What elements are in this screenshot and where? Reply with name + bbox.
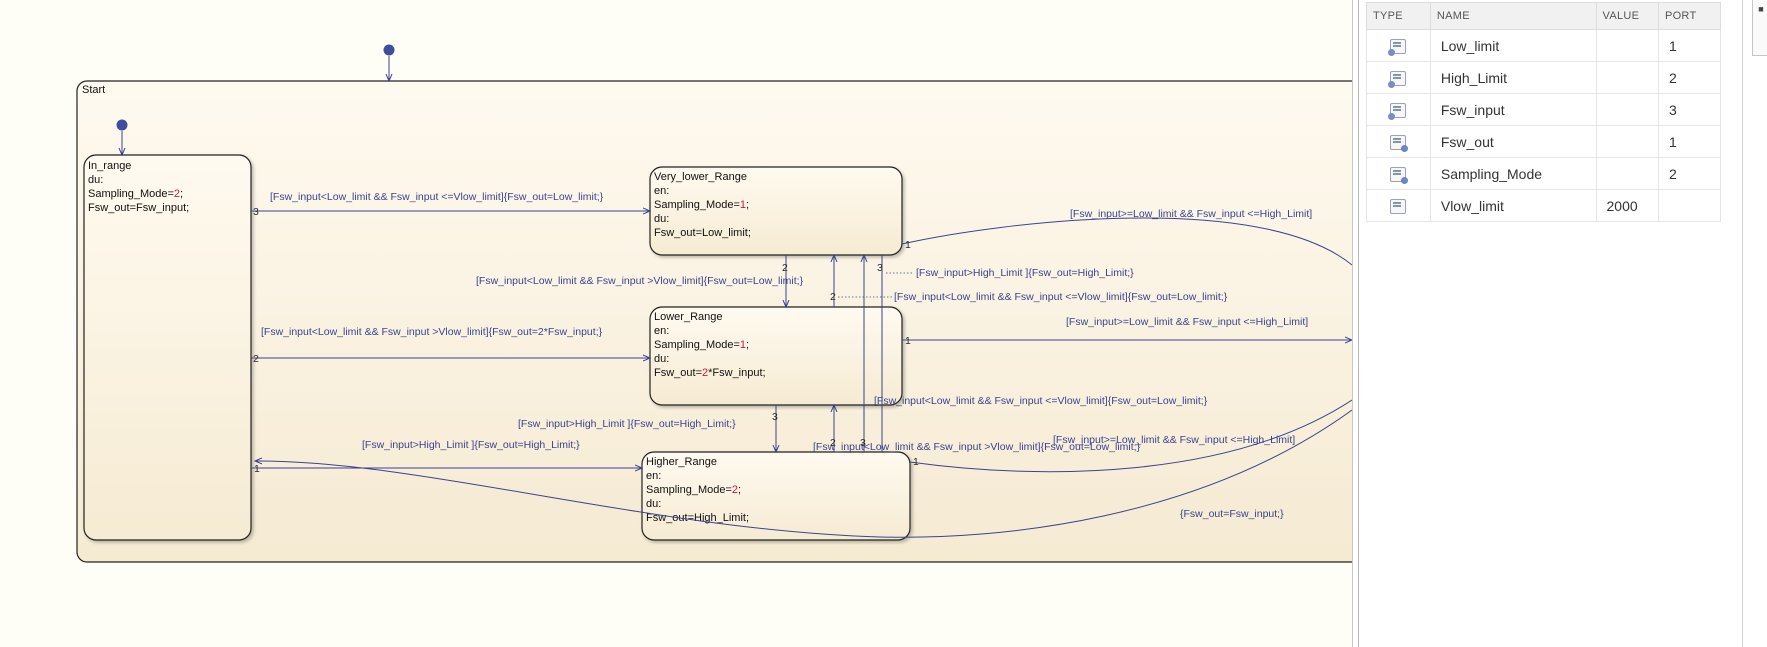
priority-lr-3: 3 [772, 411, 778, 423]
symbol-name[interactable]: Vlow_limit [1430, 189, 1597, 222]
symbol-port[interactable]: 2 [1658, 157, 1722, 190]
transition-label-t1[interactable]: [Fsw_input<Low_limit && Fsw_input <=Vlow… [270, 191, 604, 203]
svg-text:Higher_Range en: Sampl: Higher_Range en: Sampling_Mode=2; du: Fs… [646, 456, 749, 524]
symbol-port[interactable] [1658, 189, 1722, 222]
state-very-lower-name: Very_lower_Range [654, 171, 747, 183]
transition-in-range-self-loop[interactable] [255, 409, 1352, 538]
panel-splitter[interactable] [1358, 0, 1359, 647]
transition-very-lower-to-in-range[interactable] [901, 217, 1352, 266]
col-name-header[interactable]: NAME [1429, 2, 1597, 30]
state-in-range-line-2: Sampling_Mode=2; [88, 188, 183, 200]
transition-label-t3[interactable]: [Fsw_input<Low_limit && Fsw_input >Vlow_… [261, 326, 603, 338]
symbol-name[interactable]: Fsw_out [1430, 125, 1597, 158]
state-higher-line-1: en: [646, 470, 661, 482]
state-start-label: Start [82, 84, 105, 96]
state-higher-line-3: du: [646, 498, 661, 510]
state-in-range[interactable] [83, 154, 252, 541]
state-very-lower-line-1: en: [654, 185, 669, 197]
symbol-name[interactable]: Fsw_input [1430, 93, 1597, 126]
state-in-range-name: In_range [88, 160, 131, 172]
symbol-value[interactable] [1596, 61, 1659, 94]
state-lower-line-1: en: [654, 325, 669, 337]
state-very-lower-line-2: Sampling_Mode=1; [654, 199, 749, 211]
state-higher-line-4: Fsw_out=High_Limit; [646, 512, 749, 524]
table-row[interactable]: Fsw_out 1 [1366, 125, 1722, 158]
symbol-value[interactable] [1596, 93, 1659, 126]
priority-in-3: 3 [253, 206, 259, 218]
state-very-lower-line-3: du: [654, 213, 669, 225]
state-in-range-line-1: du: [88, 174, 103, 186]
collapsed-panel-tab[interactable]: ■ [1752, 0, 1767, 56]
state-lower-name: Lower_Range [654, 311, 723, 323]
transition-label-t4[interactable]: [Fsw_input>High_Limit ]{Fsw_out=High_Lim… [518, 418, 736, 430]
default-junction-top[interactable] [383, 44, 395, 56]
priority-hr-1: 1 [913, 456, 919, 468]
svg-text:Very_lower_Range en: S: Very_lower_Range en: Sampling_Mode=1; du… [654, 171, 752, 239]
svg-text:In_range du: Sampling_: In_range du: Sampling_Mode=2; Fsw_out=Fs… [88, 160, 189, 214]
priority-in-2: 2 [253, 353, 259, 365]
priority-hr-3: 3 [860, 437, 866, 449]
priority-vl-2: 2 [782, 262, 788, 274]
symbols-table-header: TYPE NAME VALUE PORT [1366, 2, 1722, 30]
transition-label-t5[interactable]: [Fsw_input>High_Limit ]{Fsw_out=High_Lim… [362, 439, 580, 451]
col-type-header[interactable]: TYPE [1366, 2, 1431, 30]
priority-hr-2: 2 [830, 437, 836, 449]
priority-vl-1: 1 [905, 239, 911, 251]
output-data-icon [1390, 166, 1409, 184]
state-lower-line-2: Sampling_Mode=1; [654, 339, 749, 351]
input-data-icon [1388, 102, 1407, 120]
transition-label-t12[interactable]: [Fsw_input<Low_limit && Fsw_input >Vlow_… [813, 441, 1141, 453]
table-row[interactable]: High_Limit 2 [1366, 61, 1722, 94]
transition-label-t2[interactable]: [Fsw_input<Low_limit && Fsw_input >Vlow_… [476, 275, 804, 287]
state-in-range-line-3: Fsw_out=Fsw_input; [88, 202, 189, 214]
symbols-table: TYPE NAME VALUE PORT Low_limit 1 High_Li… [1366, 2, 1722, 222]
state-higher-line-2: Sampling_Mode=2; [646, 484, 741, 496]
symbol-name[interactable]: High_Limit [1430, 61, 1597, 94]
symbol-name[interactable]: Sampling_Mode [1430, 157, 1597, 190]
priority-lr-2: 2 [830, 291, 836, 303]
transition-label-t7[interactable]: [Fsw_input>High_Limit ]{Fsw_out=High_Lim… [916, 267, 1134, 279]
symbol-port[interactable]: 3 [1658, 93, 1722, 126]
output-data-icon [1390, 134, 1409, 152]
transition-label-t13[interactable]: {Fsw_out=Fsw_input;} [1180, 508, 1284, 520]
symbol-value[interactable]: 2000 [1596, 189, 1659, 222]
symbol-name[interactable]: Low_limit [1430, 29, 1597, 62]
table-row[interactable]: Fsw_input 3 [1366, 93, 1722, 126]
symbol-value[interactable] [1596, 125, 1659, 158]
state-higher-name: Higher_Range [646, 456, 717, 468]
transition-label-t8[interactable]: [Fsw_input<Low_limit && Fsw_input <=Vlow… [894, 291, 1228, 303]
symbol-value[interactable] [1596, 29, 1659, 62]
state-lower-line-4: Fsw_out=2*Fsw_input; [654, 367, 766, 379]
priority-vl-3: 3 [877, 262, 883, 274]
transition-label-t9[interactable]: [Fsw_input>=Low_limit && Fsw_input <=Hig… [1066, 316, 1308, 328]
table-row[interactable]: Sampling_Mode 2 [1366, 157, 1722, 190]
symbol-port[interactable]: 2 [1658, 61, 1722, 94]
table-row[interactable]: Vlow_limit 2000 [1366, 189, 1722, 222]
chart-canvas[interactable]: Start In_range du: Sampling_Mode=2; Fsw_… [0, 0, 1352, 647]
local-data-icon [1390, 198, 1407, 214]
symbol-port[interactable]: 1 [1658, 29, 1722, 62]
panel-side-strip [1742, 0, 1767, 647]
symbol-port[interactable]: 1 [1658, 125, 1722, 158]
input-data-icon [1388, 70, 1407, 88]
transition-label-t6[interactable]: [Fsw_input>=Low_limit && Fsw_input <=Hig… [1070, 208, 1312, 220]
transition-label-t10[interactable]: [Fsw_input<Low_limit && Fsw_input <=Vlow… [874, 395, 1208, 407]
priority-lr-1: 1 [905, 335, 911, 347]
svg-text:Lower_Range en: Sampli: Lower_Range en: Sampling_Mode=1; du: Fsw… [654, 311, 766, 379]
table-row[interactable]: Low_limit 1 [1366, 29, 1722, 62]
input-data-icon [1388, 38, 1407, 56]
col-port-header[interactable]: PORT [1657, 2, 1722, 30]
col-value-header[interactable]: VALUE [1595, 2, 1659, 30]
priority-in-1: 1 [254, 463, 260, 475]
stateflow-diagram: Start In_range du: Sampling_Mode=2; Fsw_… [76, 44, 1352, 563]
symbol-value[interactable] [1596, 157, 1659, 190]
transition-higher-to-in-range[interactable] [909, 399, 1352, 473]
state-lower-line-3: du: [654, 353, 669, 365]
default-junction-inner[interactable] [116, 119, 128, 131]
state-very-lower-line-4: Fsw_out=Low_limit; [654, 227, 751, 239]
transition-label-t11[interactable]: [Fsw_input>=Low_limit && Fsw_input <=Hig… [1053, 434, 1295, 446]
